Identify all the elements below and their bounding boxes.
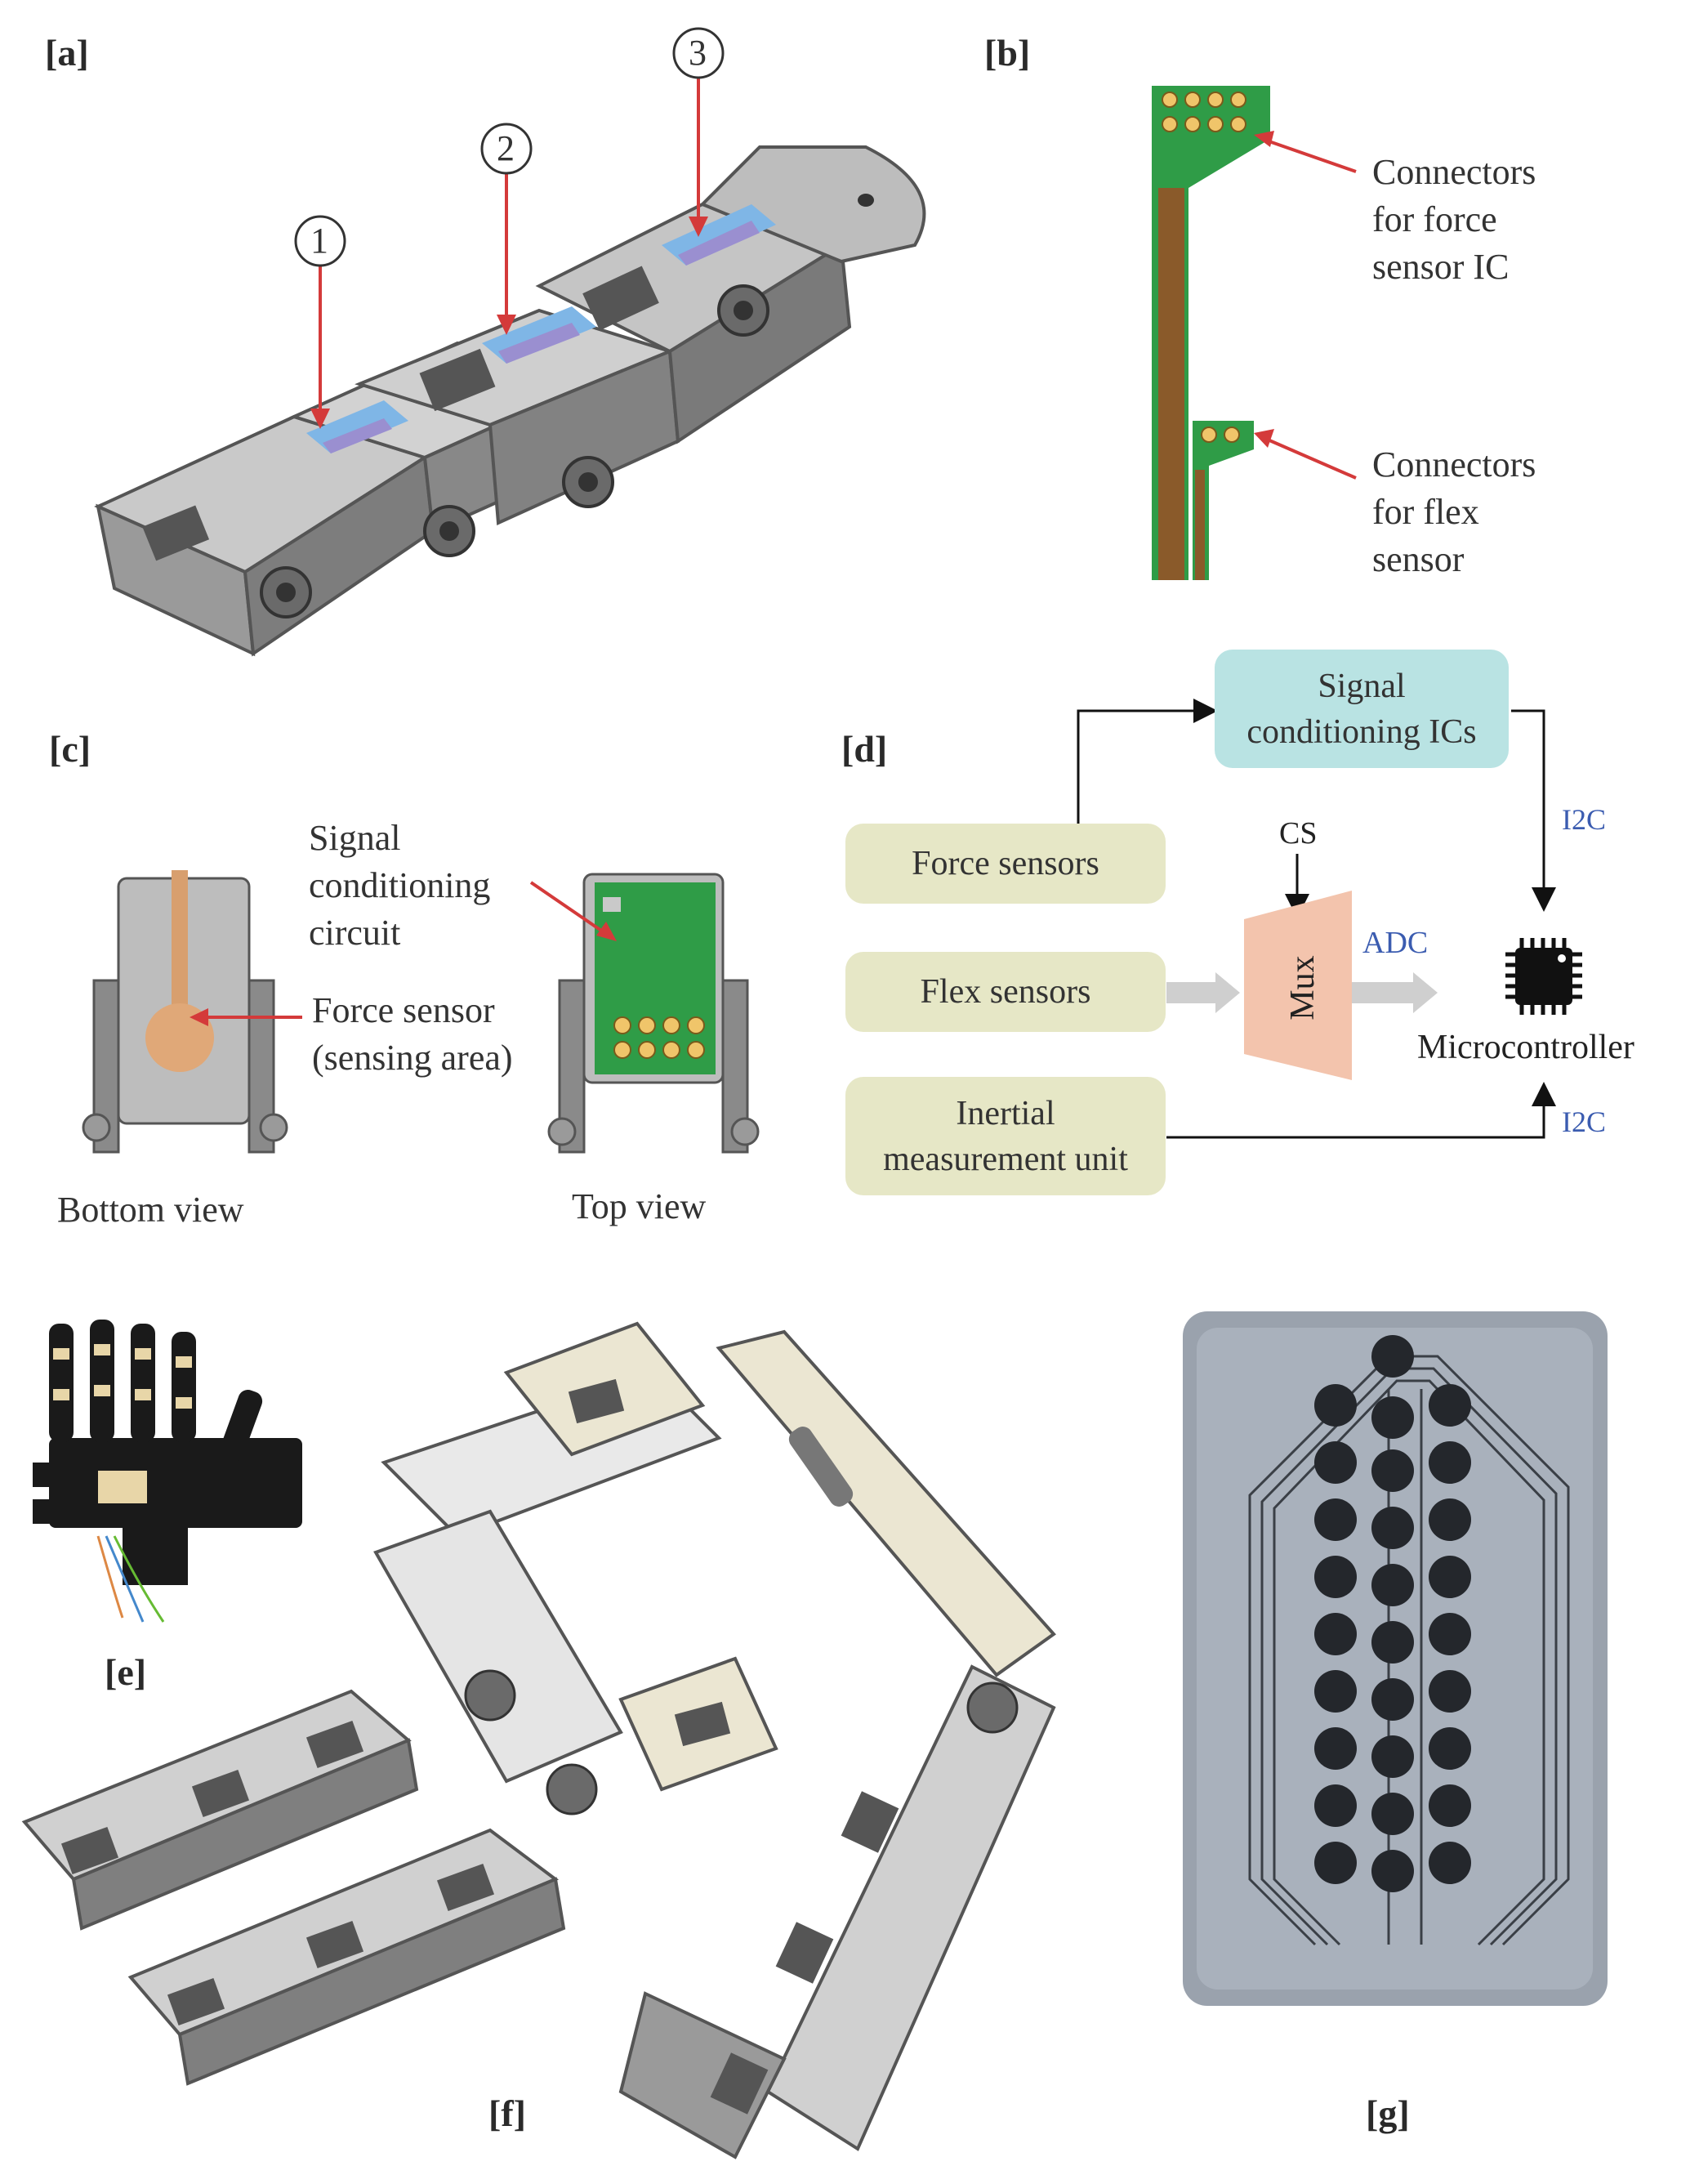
signal-conditioning-line-1: Signal — [1318, 667, 1406, 705]
imu-line-2: measurement unit — [883, 1140, 1128, 1178]
finger-segments — [94, 145, 926, 657]
microcontroller-chip-icon — [1505, 938, 1582, 1015]
signal-circuit-line-3: circuit — [309, 913, 401, 953]
adc-label: ADC — [1362, 926, 1429, 960]
signal-conditioning-line-2: conditioning ICs — [1246, 712, 1477, 751]
signal-circuit-line-1: Signal — [309, 818, 401, 858]
flex-connector-line-2: for flex — [1372, 492, 1479, 532]
panel-label-b: [b] — [984, 32, 1031, 74]
callout-2: 2 — [497, 128, 515, 168]
i2c-bottom-label: I2C — [1562, 1105, 1606, 1138]
panel-label-e: [e] — [105, 1651, 147, 1693]
force-connector-annotation: Connectors for force sensor IC — [1372, 149, 1536, 291]
flex-sensor-strips — [306, 204, 776, 453]
force-sensor-line-2: (sensing area) — [312, 1038, 513, 1078]
i2c-top-label: I2C — [1562, 803, 1606, 836]
panel-label-g: [g] — [1366, 2092, 1410, 2134]
panel-label-f: [f] — [488, 2092, 526, 2134]
flex-connector-line-3: sensor — [1372, 539, 1465, 579]
top-view-caption: Top view — [572, 1186, 707, 1226]
cs-label: CS — [1279, 816, 1318, 851]
bottom-view-drawing — [82, 870, 302, 1154]
bottom-view-caption: Bottom view — [57, 1190, 244, 1230]
flex-connector-annotation: Connectors for flex sensor — [1372, 441, 1536, 583]
panel-label-a: [a] — [45, 32, 89, 74]
signal-conditioning-ics-box: Signal conditioning ICs — [1215, 650, 1509, 768]
imu-box: Inertial measurement unit — [845, 1077, 1166, 1195]
microcontroller-label: Microcontroller — [1417, 1029, 1634, 1066]
imu-line-1: Inertial — [956, 1094, 1055, 1132]
signal-circuit-line-2: conditioning — [309, 865, 491, 905]
callout-1: 1 — [310, 221, 328, 261]
flex-connector-line-1: Connectors — [1372, 444, 1536, 485]
callout-3: 3 — [689, 33, 707, 73]
signal-circuit-annotation: Signal conditioning circuit — [309, 815, 490, 957]
force-sensor-line-1: Force sensor — [312, 990, 495, 1030]
panel-label-d: [d] — [841, 728, 888, 770]
force-connector-line-1: Connectors — [1372, 152, 1536, 192]
flex-sensors-box: Flex sensors — [845, 952, 1166, 1032]
index-finger — [21, 1689, 419, 1931]
thumb — [618, 1664, 1056, 2159]
panel-label-c: [c] — [49, 728, 91, 770]
top-view-drawing — [529, 873, 760, 1154]
force-sensors-box: Force sensors — [845, 824, 1166, 904]
force-sensor-annotation: Force sensor (sensing area) — [312, 987, 513, 1082]
force-connector-line-3: sensor IC — [1372, 247, 1510, 287]
middle-finger — [127, 1828, 566, 2086]
force-connector-line-2: for force — [1372, 199, 1497, 239]
mux-label: Mux — [1284, 955, 1322, 1020]
